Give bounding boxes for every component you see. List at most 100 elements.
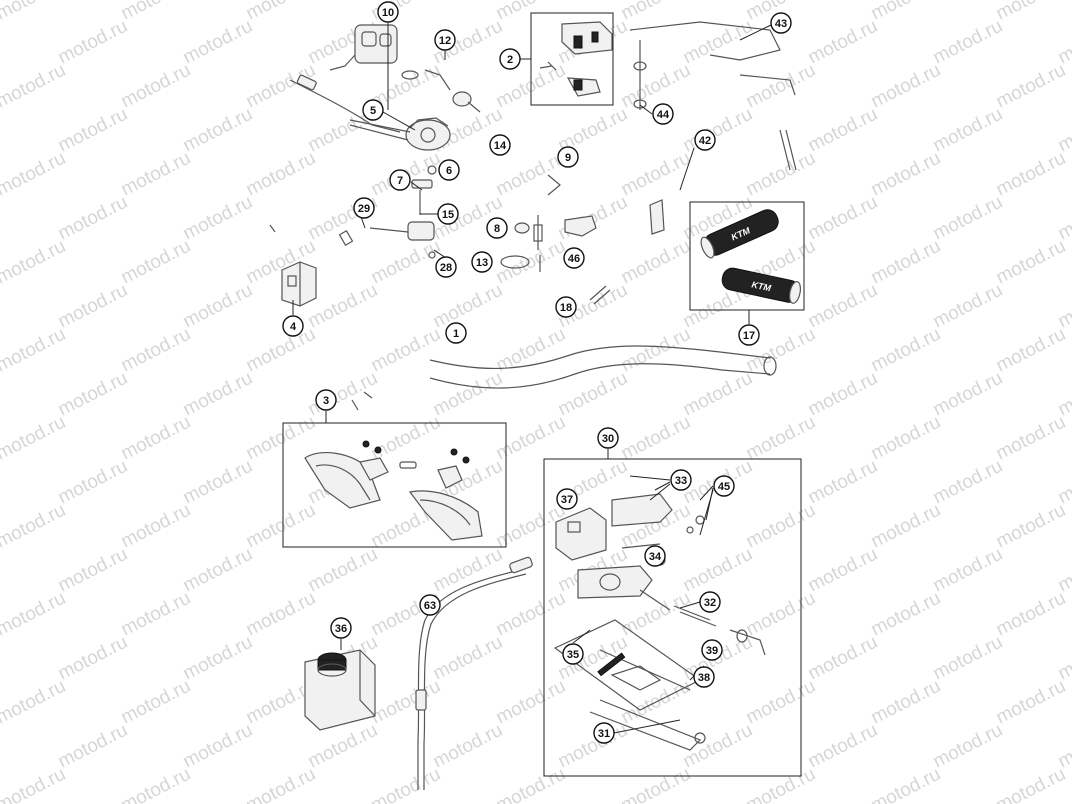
callout-circle [282, 315, 304, 337]
callout-number: 30 [602, 433, 614, 445]
callout-circle [562, 643, 584, 665]
leader-lines [292, 23, 772, 734]
box-grips-17 [689, 201, 805, 311]
part-drawings: KTM KTM [269, 21, 802, 790]
callout-number: 37 [561, 494, 573, 506]
callout-29: 29 [353, 197, 375, 219]
callout-28: 28 [435, 256, 457, 278]
assembly-boxes [282, 12, 805, 777]
callout-number: 32 [704, 597, 716, 609]
watermark-text: motod.ru [55, 104, 131, 157]
callout-46: 46 [563, 247, 585, 269]
watermark-text: motod.ru [993, 148, 1069, 201]
callout-34: 34 [644, 545, 666, 567]
watermark-text: motod.ru [743, 500, 819, 553]
box-master-cylinder-30 [543, 458, 802, 777]
watermark-text: motod.ru [430, 544, 506, 597]
watermark-text: motod.ru [0, 0, 69, 24]
watermark-text: motod.ru [618, 324, 694, 377]
part-42 [779, 129, 797, 171]
callout-number: 34 [649, 551, 662, 563]
watermark-text: motod.ru [0, 500, 69, 553]
watermark-text: motod.ru [0, 324, 69, 377]
callout-4: 4 [282, 315, 304, 337]
watermark-text: motod.ru [930, 280, 1006, 333]
callout-circle [438, 159, 460, 181]
callout-42: 42 [694, 129, 716, 151]
callout-number: 7 [397, 175, 403, 187]
watermark-text: motod.ru [743, 60, 819, 113]
watermark-text: motod.ru [805, 280, 881, 333]
callout-circle [419, 594, 441, 616]
callout-number: 9 [565, 152, 571, 164]
callout-circle [499, 48, 521, 70]
leader-line [410, 181, 423, 191]
callout-18: 18 [555, 296, 577, 318]
callout-10: 10 [377, 1, 399, 23]
callout-number: 38 [698, 672, 710, 684]
watermark-text: motod.ru [0, 412, 69, 465]
callout-number: 29 [358, 203, 370, 215]
watermark-text: motod.ru [993, 236, 1069, 289]
watermark-text: motod.ru [0, 588, 69, 641]
watermark-text: motod.ru [118, 324, 194, 377]
watermark-text: motod.ru [868, 324, 944, 377]
callout-circle [699, 591, 721, 613]
watermark-text: motod.ru [680, 544, 756, 597]
callout-circle [445, 322, 467, 344]
watermark-text: motod.ru [118, 148, 194, 201]
callout-circle [486, 217, 508, 239]
handlebar-1 [429, 345, 777, 389]
callout-circle [435, 256, 457, 278]
watermark-text: motod.ru [743, 588, 819, 641]
watermark-text: motod.ru [368, 236, 444, 289]
watermark-text: motod.ru [180, 544, 256, 597]
watermark-text: motod.ru [118, 236, 194, 289]
callout-number: 2 [507, 54, 513, 66]
callout-45: 45 [713, 475, 735, 497]
watermark-text: motod.ru [368, 764, 444, 804]
grips: KTM KTM [700, 209, 802, 304]
callout-circle [563, 247, 585, 269]
callout-number: 33 [675, 475, 687, 487]
watermark-text: motod.ru [930, 632, 1006, 685]
watermark-text: motod.ru [243, 764, 319, 804]
callout-35: 35 [562, 643, 584, 665]
watermark-text: motod.ru [243, 324, 319, 377]
callout-circle [593, 722, 615, 744]
watermark-text: motod.ru [118, 0, 194, 24]
watermark-text: motod.ru [430, 368, 506, 421]
watermark-text: motod.ru [868, 676, 944, 729]
callout-circle [471, 251, 493, 273]
clutch-line [415, 556, 533, 790]
callout-39: 39 [701, 639, 723, 661]
watermark-text: motod.ru [55, 632, 131, 685]
callout-number: 15 [442, 209, 454, 221]
watermark-text: motod.ru [868, 500, 944, 553]
callout-circle [315, 389, 337, 411]
leader-line [649, 483, 671, 501]
watermark-text: motod.ru [868, 148, 944, 201]
callout-12: 12 [434, 29, 456, 51]
watermark-text: motod.ru [805, 632, 881, 685]
watermark-text: motod.ru [180, 720, 256, 773]
watermark-text: motod.ru [993, 60, 1069, 113]
callout-number: 63 [424, 600, 436, 612]
watermark-text: motod.ru [180, 192, 256, 245]
watermark-text: motod.ru [618, 60, 694, 113]
watermark-text: motod.ru [868, 412, 944, 465]
throttle-parts [401, 69, 481, 113]
throttle-housing [349, 117, 451, 151]
callout-circle [694, 129, 716, 151]
callout-7: 7 [389, 169, 411, 191]
watermark-text: motod.ru [55, 280, 131, 333]
watermark-text: motod.ru [118, 500, 194, 553]
callout-14: 14 [489, 134, 511, 156]
watermark-text: motod.ru [743, 676, 819, 729]
watermark-text: motod.ru [118, 764, 194, 804]
watermark-text: motod.ru [993, 0, 1069, 24]
leader-line [739, 24, 772, 41]
watermark-text: motod.ru [0, 236, 69, 289]
watermark-text: motod.ru [993, 764, 1069, 804]
